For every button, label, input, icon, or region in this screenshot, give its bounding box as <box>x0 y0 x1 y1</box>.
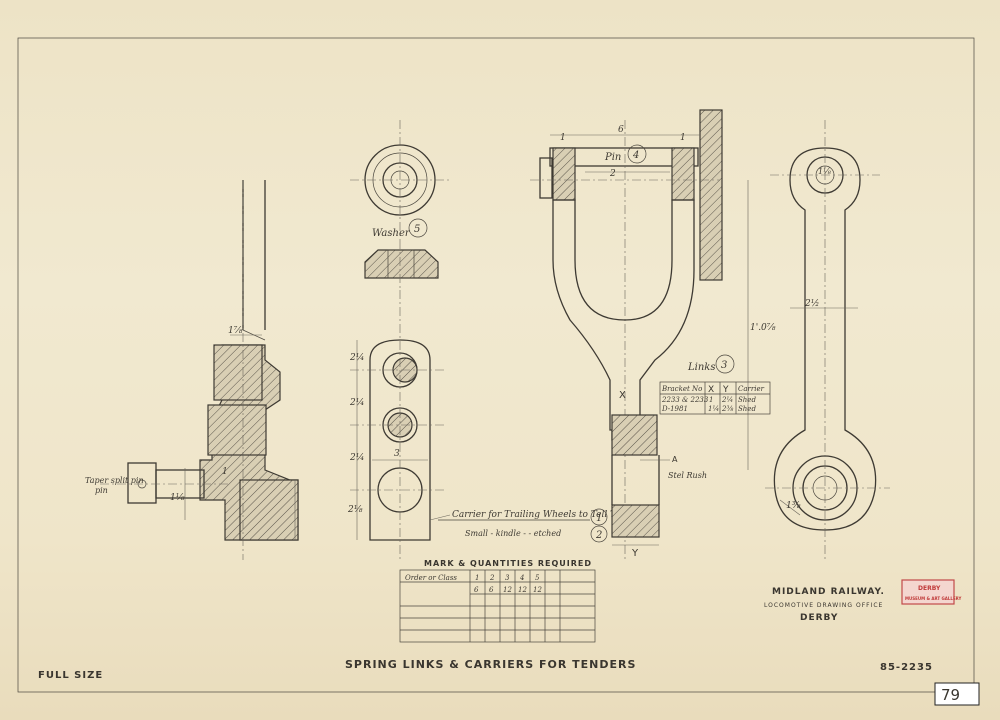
town-name: DERBY <box>800 613 838 623</box>
office-name: LOCOMOTIVE DRAWING OFFICE <box>764 602 883 609</box>
dim-label-3: 2¼ <box>349 352 364 363</box>
y-label: Y <box>631 548 639 559</box>
dim-label-13: 2½ <box>804 298 819 309</box>
sheet-number: 79 <box>941 686 960 704</box>
stamp-line-2: MUSEUM & ART GALLERY <box>905 596 962 601</box>
links-table-cell: D-1981 <box>661 405 688 413</box>
pin-mark: 4 <box>632 150 639 161</box>
quantities-table <box>399 569 596 643</box>
dim-label-14: 1'.0⅞ <box>750 323 776 333</box>
drawing-number: 85-2235 <box>880 662 933 673</box>
links-table-header-carrier: Carrier <box>738 385 765 393</box>
links-table-cell: 1¼ <box>708 405 719 413</box>
links-table-cell: 2233 & 2233 <box>661 396 709 404</box>
dim-label-4: 2¼ <box>349 397 364 408</box>
dim-label-11: 1 <box>222 467 228 477</box>
links-table-cell: Shed <box>738 396 756 404</box>
links-label: Links <box>687 362 715 373</box>
links-table <box>659 381 771 415</box>
dim-label-8: 1⅛ <box>818 167 831 176</box>
carrier-mark-2: 2 <box>595 530 602 541</box>
quantities-order-label: Order or Class <box>405 574 457 582</box>
links-table-header-x: X <box>708 385 714 395</box>
links-table-cell: 2¼ <box>721 396 733 404</box>
museum-stamp <box>901 579 955 605</box>
stamp-line-1: DERBY <box>918 585 941 592</box>
fork-link-view <box>530 109 749 560</box>
carrier-note-2: Small - kindle - - etched <box>465 529 561 538</box>
carrier-front-view <box>350 290 451 560</box>
links-mark-circle <box>715 354 735 374</box>
quantities-mark: 4 <box>519 574 524 582</box>
a-label: A <box>672 455 678 464</box>
dim-label-1: 1⅞ <box>228 326 243 336</box>
drawing-title: SPRING LINKS & CARRIERS FOR TENDERS <box>345 658 636 671</box>
split-pin-note-2: pin <box>95 486 108 495</box>
quantities-mark: 1 <box>475 574 479 582</box>
quantities-qty: 12 <box>518 586 527 594</box>
dim-label-6: 3 <box>394 449 400 459</box>
carrier-note: Carrier for Trailing Wheels to Tell Tres <box>452 510 631 520</box>
washer-label: Washer <box>372 228 411 239</box>
sheet-number-label <box>934 682 980 706</box>
quantities-mark: 3 <box>505 574 510 582</box>
sheet-border <box>17 37 975 693</box>
company-name: MIDLAND RAILWAY. <box>772 587 885 597</box>
quantities-mark: 5 <box>535 574 540 582</box>
dim-label-7: 1 <box>560 133 566 143</box>
spring-link-view <box>765 120 890 560</box>
quantities-heading: MARK & QUANTITIES REQUIRED <box>424 559 592 568</box>
carrier-mark-1: 1 <box>596 513 602 524</box>
dim-label-9: 6 <box>618 125 624 135</box>
links-table-cell: Shed <box>738 405 756 413</box>
links-mark: 3 <box>721 360 727 371</box>
dim-label-10: 2 <box>609 169 616 179</box>
pin-mark-circle <box>627 144 647 164</box>
washer-view <box>350 120 450 290</box>
quantities-qty: 6 <box>474 586 479 594</box>
quantities-qty: 6 <box>489 586 494 594</box>
carrier-mark-1-circle <box>590 508 608 526</box>
links-table-cell: 1 <box>709 396 713 404</box>
pin-label: Pin <box>604 152 621 163</box>
scored-note: Stel Rush <box>668 471 707 480</box>
dim-label-5: 2¼ <box>349 452 364 463</box>
links-table-cell: 2⅜ <box>721 405 733 413</box>
washer-mark: 5 <box>414 224 420 235</box>
dim-label-16: 2⅛ <box>347 505 363 515</box>
washer-mark-circle <box>408 218 428 238</box>
dim-label-2: 1⅛ <box>170 493 185 503</box>
links-table-header-y: Y <box>722 385 729 395</box>
carrier-side-view <box>100 180 299 560</box>
scale-label: FULL SIZE <box>38 670 103 681</box>
split-pin-note: Taper split pin <box>85 476 144 485</box>
dim-label-12: 1 <box>680 133 686 143</box>
links-table-header-bracket: Bracket No <box>661 385 702 393</box>
x-label: X <box>619 390 626 401</box>
quantities-qty: 12 <box>503 586 512 594</box>
quantities-mark: 2 <box>489 574 495 582</box>
carrier-mark-2-circle <box>590 525 608 543</box>
quantities-qty: 12 <box>533 586 542 594</box>
dim-label-15: 1⅜ <box>786 501 801 511</box>
